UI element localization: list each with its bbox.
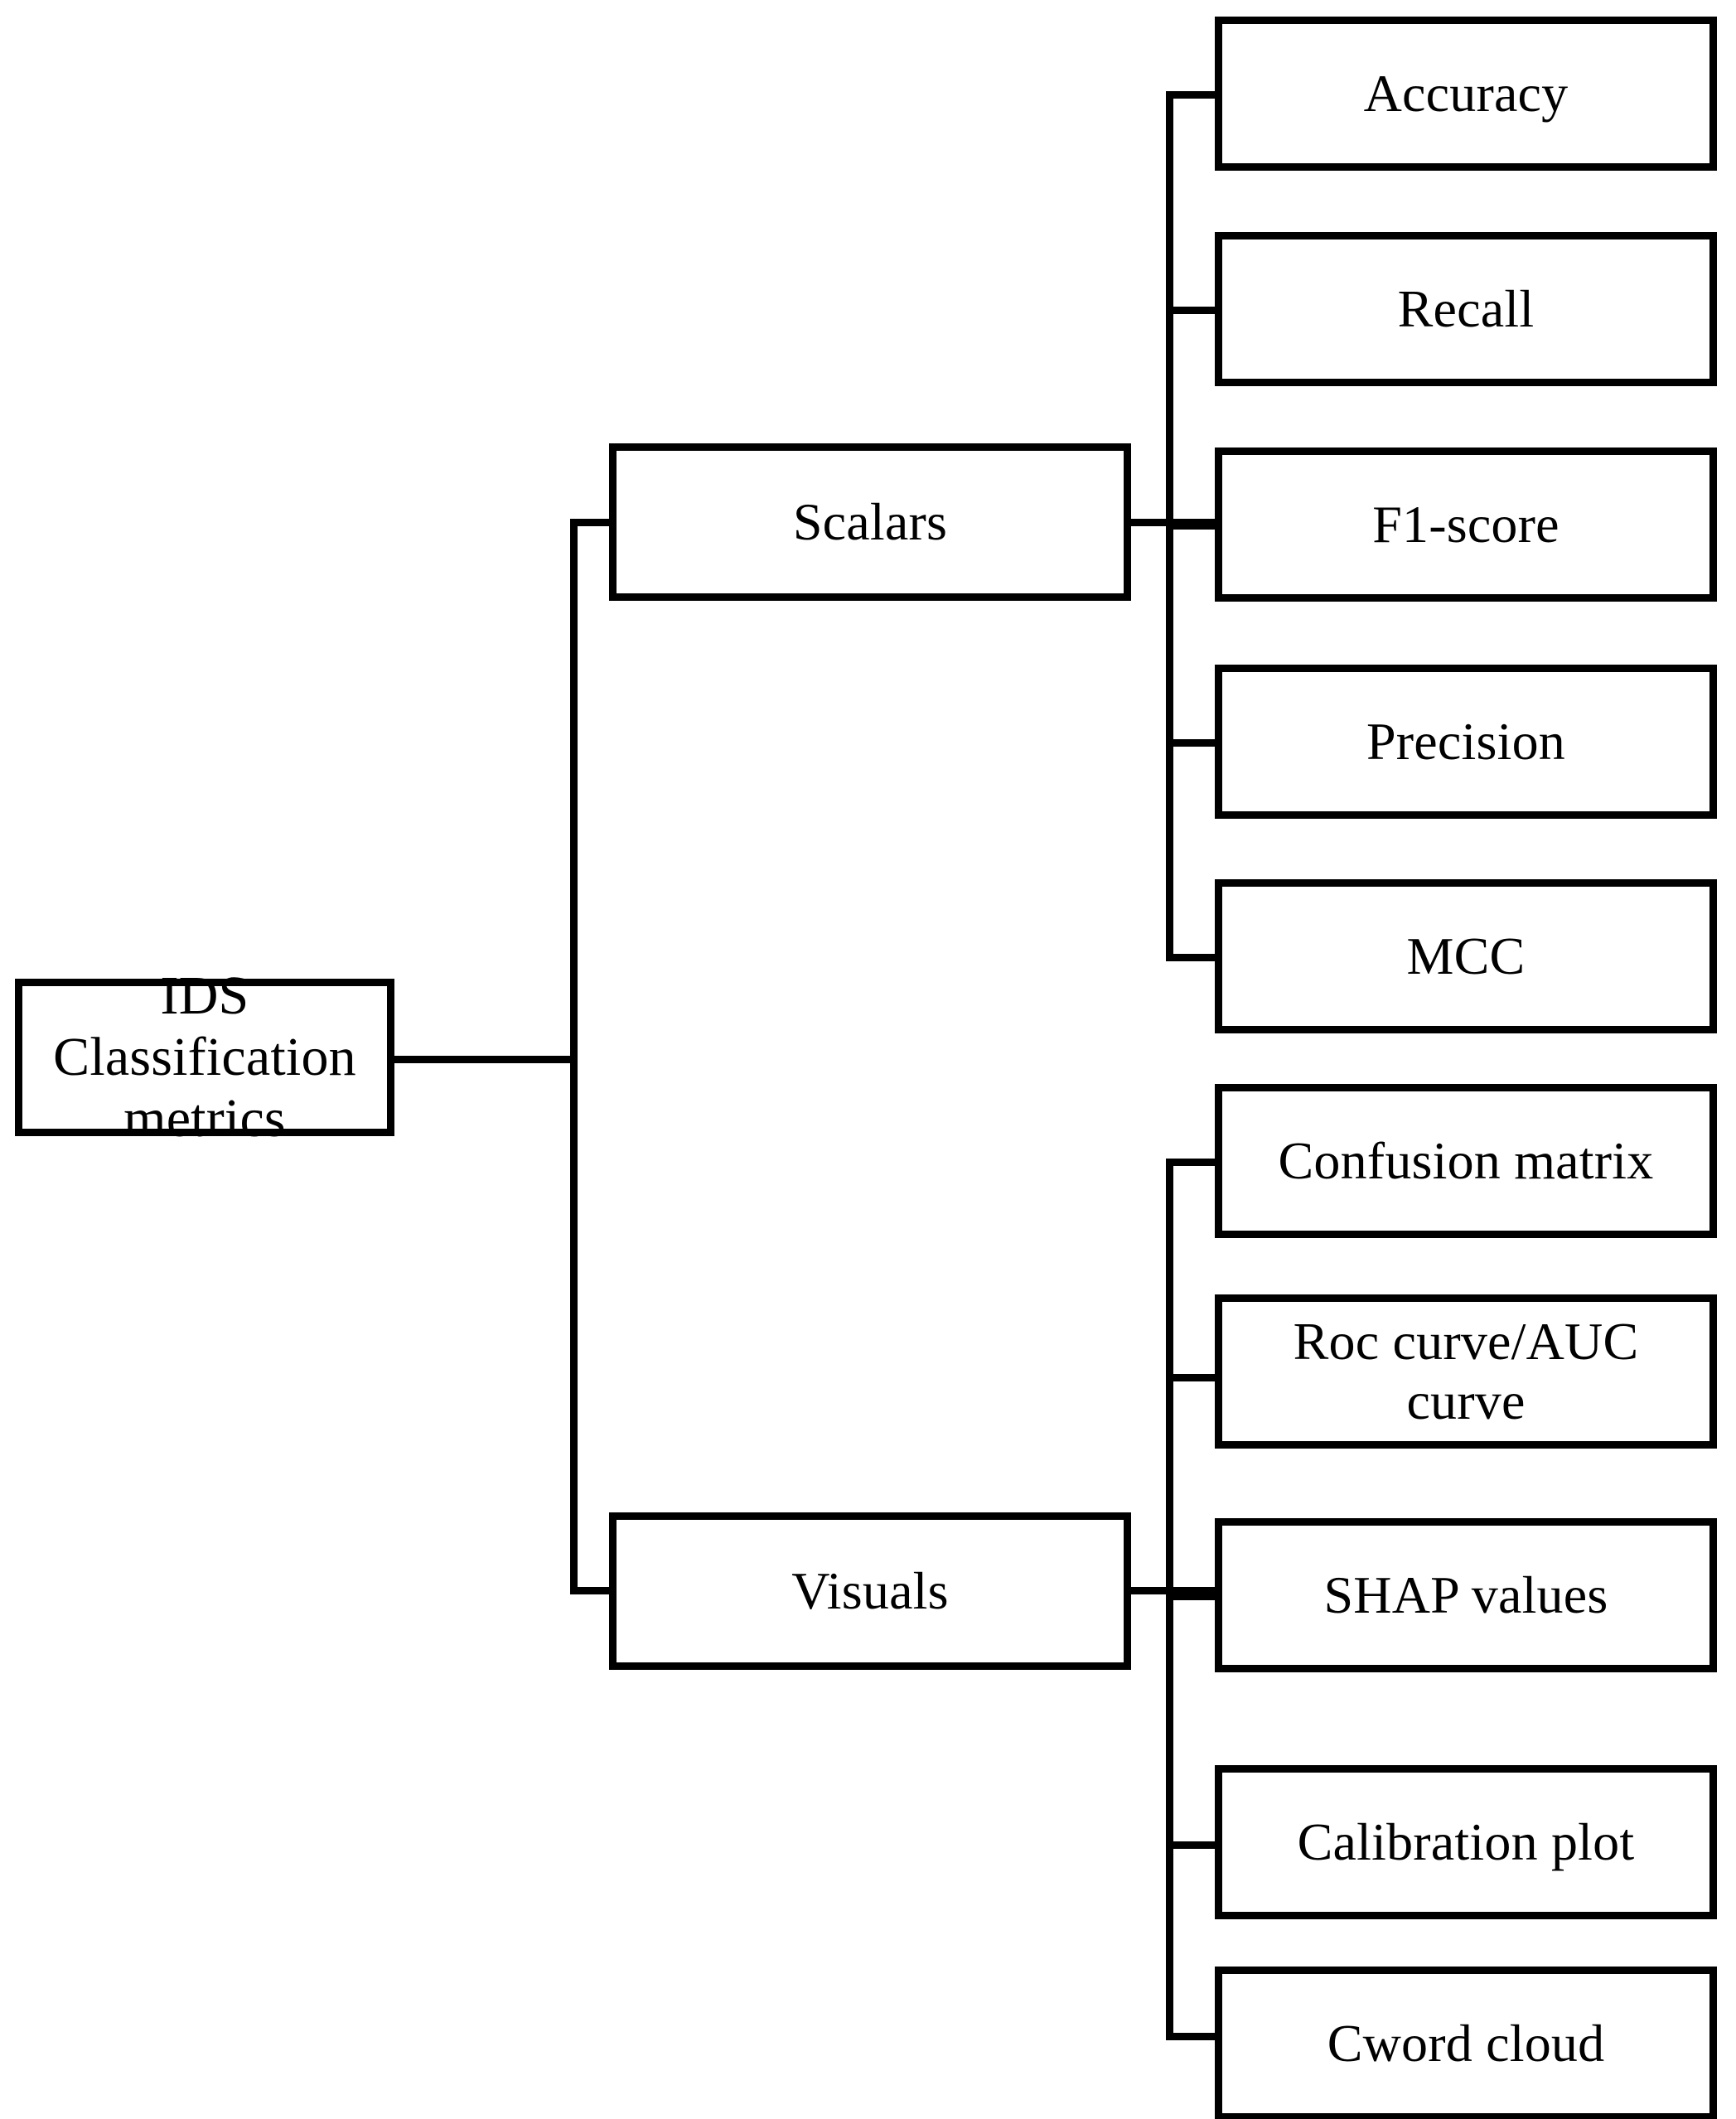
- connector-root-to-scalars: [570, 519, 617, 526]
- node-visuals[interactable]: Visuals: [609, 1512, 1131, 1670]
- node-f1-score[interactable]: F1-score: [1215, 448, 1717, 602]
- node-label: Cword cloud: [1327, 2014, 1605, 2073]
- node-label: Precision: [1366, 712, 1565, 772]
- node-label: F1-score: [1372, 495, 1559, 554]
- node-scalars[interactable]: Scalars: [609, 443, 1131, 601]
- node-label: Calibration plot: [1297, 1812, 1635, 1872]
- connector-visuals-to-shap-values: [1166, 1593, 1223, 1600]
- connector-scalars-to-f1-score: [1166, 522, 1223, 530]
- node-calibration-plot[interactable]: Calibration plot: [1215, 1765, 1717, 1919]
- node-label: IDS Classification metrics: [53, 965, 356, 1149]
- node-label: MCC: [1406, 926, 1526, 986]
- node-confusion-matrix[interactable]: Confusion matrix: [1215, 1084, 1717, 1238]
- node-label: Roc curve/AUC curve: [1293, 1312, 1639, 1430]
- node-precision[interactable]: Precision: [1215, 665, 1717, 819]
- connector-scalars-to-precision: [1166, 739, 1223, 747]
- connector-root-to-visuals: [570, 1587, 617, 1594]
- node-ids-classification-metrics[interactable]: IDS Classification metrics: [15, 965, 394, 1149]
- connector-scalars-to-accuracy: [1166, 91, 1223, 99]
- connector-visuals-to-confusion-matrix: [1166, 1159, 1223, 1166]
- node-label: SHAP values: [1323, 1565, 1608, 1625]
- connector-scalars-to-mcc: [1166, 954, 1223, 961]
- node-accuracy[interactable]: Accuracy: [1215, 17, 1717, 171]
- node-mcc[interactable]: MCC: [1215, 879, 1717, 1033]
- connector-visuals-to-calibration-plot: [1166, 1841, 1223, 1849]
- node-label: Visuals: [791, 1561, 949, 1621]
- connector-root-trunk: [570, 519, 578, 1594]
- node-shap-values[interactable]: SHAP values: [1215, 1518, 1717, 1672]
- connector-scalars-to-recall: [1166, 307, 1223, 314]
- node-label: Accuracy: [1363, 64, 1569, 123]
- node-label: Scalars: [792, 492, 948, 552]
- node-label: Confusion matrix: [1278, 1131, 1654, 1191]
- node-roc-curve-auc[interactable]: Roc curve/AUC curve: [1215, 1294, 1717, 1449]
- connector-visuals-to-roc-curve-auc: [1166, 1374, 1223, 1381]
- node-recall[interactable]: Recall: [1215, 232, 1717, 386]
- connector-root-stub: [386, 1056, 578, 1063]
- node-label: Recall: [1397, 279, 1535, 339]
- connector-visuals-to-cword-cloud: [1166, 2033, 1223, 2040]
- node-cword-cloud[interactable]: Cword cloud: [1215, 1967, 1717, 2119]
